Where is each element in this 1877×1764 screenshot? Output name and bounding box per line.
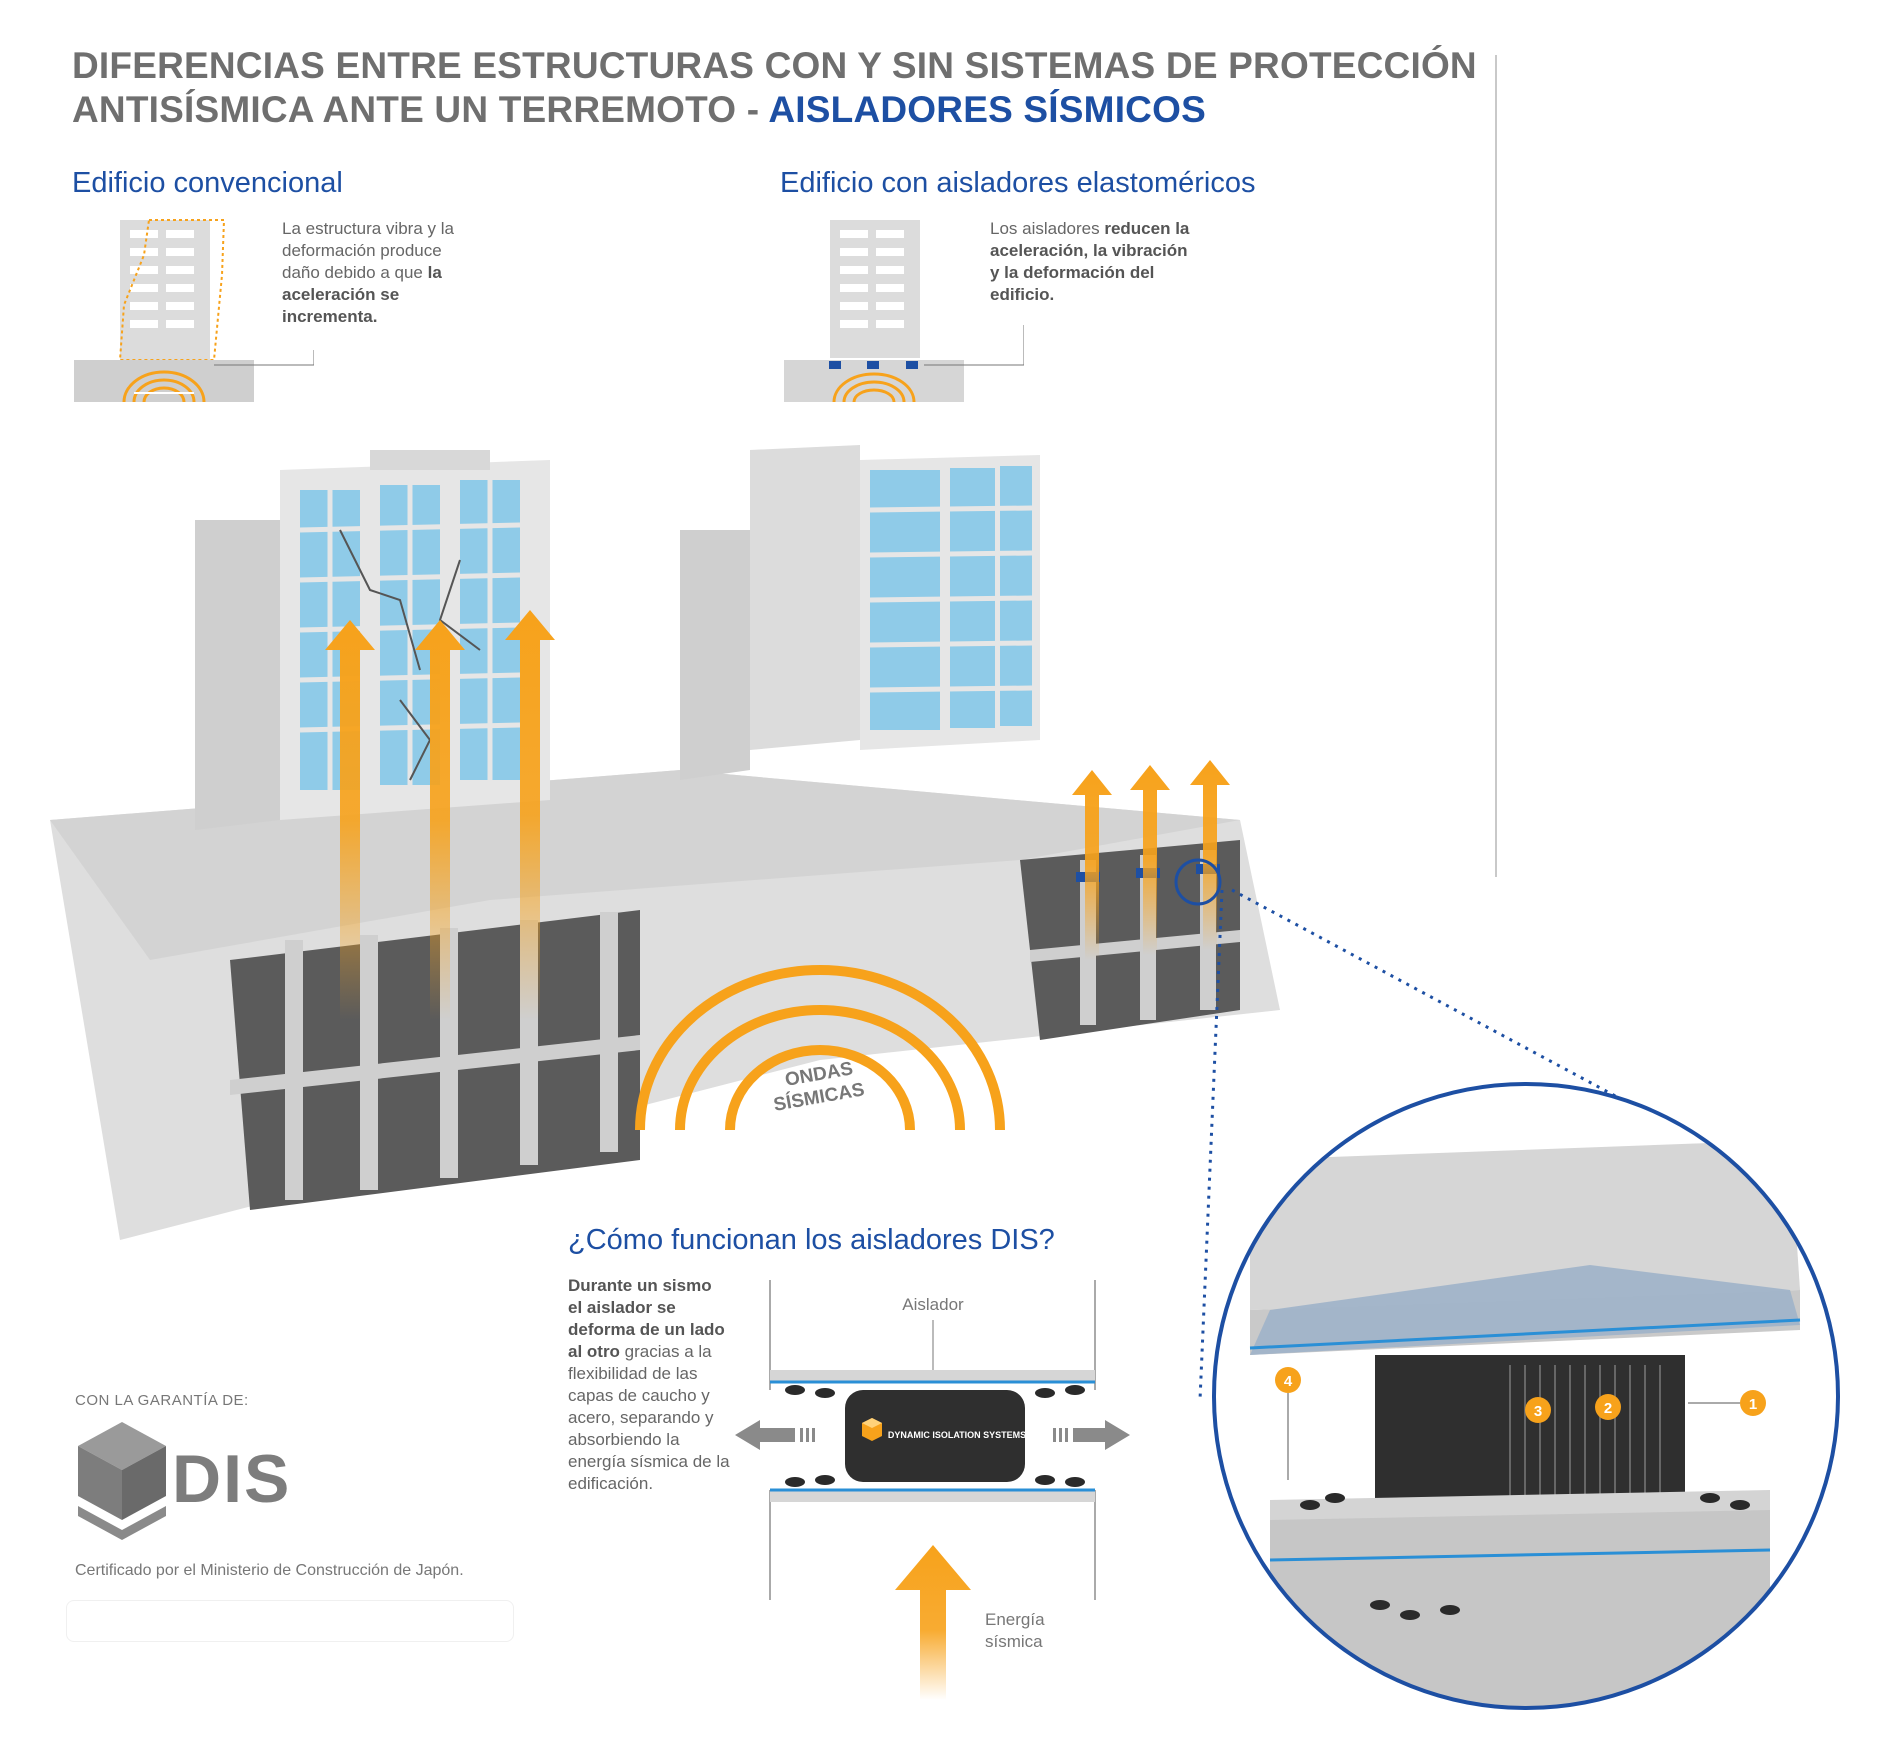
mini-leader (214, 350, 314, 366)
title-line-2: ANTISÍSMICA ANTE UN TERREMOTO - AISLADOR… (72, 88, 1477, 132)
callout-3: 3 (1525, 1397, 1551, 1423)
conventional-mini-diagram (74, 219, 314, 403)
how-heading: ¿Cómo funcionan los aisladores DIS? (568, 1224, 1055, 1256)
isolated-note: Los aisladores reducen la aceleración, l… (990, 218, 1190, 306)
conventional-note-bold: la aceleración se incrementa. (282, 263, 442, 326)
right-motion-arrow (1053, 1420, 1130, 1450)
deformation-outline (118, 219, 226, 361)
mini-building-windows (130, 230, 194, 328)
brand-label: DYNAMIC ISOLATION SYSTEMS (888, 1430, 1026, 1440)
conventional-note: La estructura vibra y la deformación pro… (282, 218, 472, 328)
left-energy-arrows (325, 610, 555, 1020)
anchor-bolts (1300, 1493, 1750, 1620)
title-accent: AISLADORES SÍSMICOS (768, 89, 1206, 130)
isolator-label: Aislador (902, 1295, 964, 1314)
vertical-divider (1495, 55, 1497, 877)
detail-circle-border (1212, 1082, 1840, 1710)
upper-plate-mech (770, 1370, 1095, 1382)
certification-text: Certificado por el Ministerio de Constru… (75, 1562, 464, 1579)
left-motion-arrow (735, 1420, 815, 1450)
zoom-connector (1198, 888, 1661, 1400)
upper-plate (1250, 1265, 1800, 1355)
dis-logo-text: DIS (172, 1441, 292, 1517)
conventional-note-text: La estructura vibra y la deformación pro… (282, 219, 454, 282)
title-line-1: DIFERENCIAS ENTRE ESTRUCTURAS CON Y SIN … (72, 45, 1477, 86)
city-scene: ONDAS SÍSMICAS (50, 445, 1280, 1240)
isolator-detail: 1 2 3 4 (1212, 1082, 1840, 1710)
svg-text:4: 4 (1284, 1373, 1293, 1390)
footer-frame (66, 1600, 514, 1642)
left-back-building (195, 520, 280, 830)
seismic-waves (635, 965, 1005, 1131)
how-note-text: gracias a la flexibilidad de las capas d… (568, 1342, 730, 1493)
core-layers (1509, 1365, 1661, 1510)
right-parking (1020, 840, 1240, 1040)
right-energy-arrows (1072, 760, 1230, 960)
dis-logo-icon (78, 1422, 166, 1540)
conventional-heading: Edificio convencional (72, 167, 343, 199)
upper-slab (1250, 1140, 1800, 1310)
right-back-building (680, 530, 750, 780)
svg-text:2: 2 (1604, 1400, 1612, 1417)
isolated-note-bold: reducen la aceleración, la vibración y l… (990, 219, 1190, 304)
lower-plate-mech (770, 1490, 1095, 1502)
callout-1: 1 (1688, 1390, 1766, 1416)
energy-label-1: Energía (985, 1610, 1045, 1629)
callout-4: 4 (1275, 1367, 1301, 1480)
page-title: DIFERENCIAS ENTRE ESTRUCTURAS CON Y SIN … (72, 44, 1477, 132)
isolator-highlight-circle (1174, 858, 1222, 906)
how-note-bold: Durante un sismo el aislador se deforma … (568, 1276, 725, 1361)
guarantee-label: CON LA GARANTÍA DE: (75, 1392, 249, 1409)
rubber-core (1375, 1355, 1685, 1515)
energy-label-2: sísmica (985, 1632, 1043, 1651)
svg-text:3: 3 (1534, 1403, 1542, 1420)
isolated-heading: Edificio con aisladores elastoméricos (780, 167, 1256, 199)
isolated-note-text: Los aisladores (990, 219, 1105, 238)
mini-waves-isolated (832, 372, 916, 403)
callout-2: 2 (1595, 1394, 1621, 1420)
title-line-2-prefix: ANTISÍSMICA ANTE UN TERREMOTO - (72, 89, 769, 130)
how-note: Durante un sismo el aislador se deforma … (568, 1275, 730, 1495)
isolator-mechanism-diagram: Aislador DYNAMIC ISOLATION SYSTEMS Energ… (735, 1280, 1130, 1700)
energy-arrow (895, 1545, 971, 1700)
isolator-body (845, 1390, 1025, 1482)
isolated-mini-diagram (784, 220, 1024, 403)
svg-text:1: 1 (1749, 1396, 1757, 1413)
